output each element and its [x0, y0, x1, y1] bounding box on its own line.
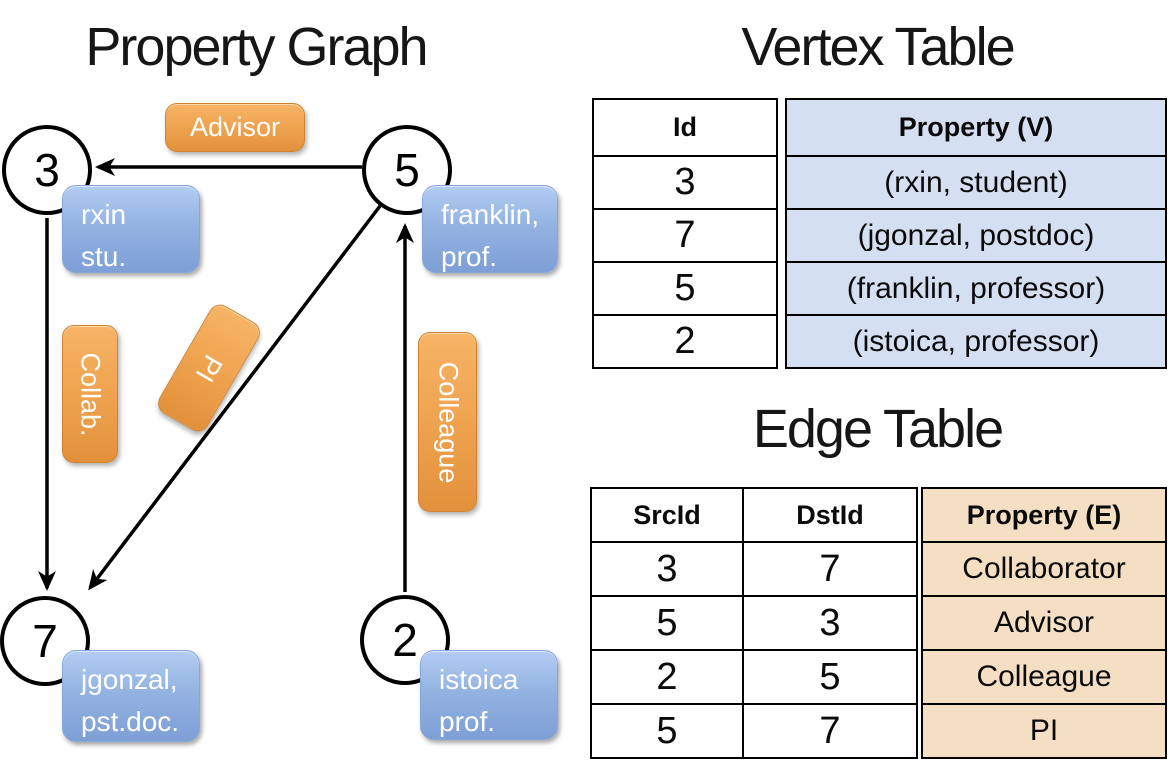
edge-dstid-cell: 3 — [741, 595, 919, 651]
edge-property-cell: Colleague — [921, 649, 1167, 705]
vertex-property-line: rxin — [81, 199, 127, 230]
graph-node-5: 5 — [362, 125, 452, 215]
edge-label-collab: Collab. — [62, 325, 118, 463]
vertex-property-line: prof. — [439, 706, 496, 737]
edge-dstid-cell: 7 — [741, 541, 919, 597]
edge-label-advisor: Advisor — [165, 103, 305, 152]
table-row: 2 — [592, 314, 778, 369]
table-row: Colleague — [921, 649, 1167, 705]
table-row: 2 5 — [590, 649, 919, 705]
node-2-id: 2 — [392, 614, 418, 666]
edge-label-colleague: Colleague — [418, 332, 477, 512]
edge-table-id-columns: SrcId DstId 3 7 5 3 2 5 5 7 — [590, 487, 919, 759]
edge-srcid-cell: 2 — [590, 649, 744, 705]
table-row: 3 — [592, 155, 778, 210]
edge-table-header-dstid: DstId — [741, 487, 919, 543]
edge-property-cell: Collaborator — [921, 541, 1167, 597]
vertex-table-title: Vertex Table — [741, 17, 1015, 77]
node-7-id: 7 — [32, 615, 58, 667]
vertex-property-box-rxin: rxin stu. — [62, 185, 200, 273]
edge-property-cell: Advisor — [921, 595, 1167, 651]
table-row: Collaborator — [921, 541, 1167, 597]
vertex-property-cell: (istoica, professor) — [785, 314, 1167, 369]
edge-srcid-cell: 5 — [590, 703, 744, 759]
edge-property-cell: PI — [921, 703, 1167, 759]
vertex-id-cell: 5 — [592, 261, 778, 316]
edge-label-text: Advisor — [189, 112, 281, 142]
vertex-property-line: prof. — [441, 241, 498, 272]
vertex-property-box-istoica: istoica prof. — [420, 650, 558, 740]
graph-edges — [38, 158, 414, 592]
node-5-id: 5 — [394, 144, 420, 196]
table-row: 3 7 — [590, 541, 919, 597]
vertex-property-cell: (jgonzal, postdoc) — [785, 208, 1167, 263]
vertex-property-box-jgonzal: jgonzal, pst.doc. — [62, 650, 200, 742]
edge-label-text: PI — [190, 349, 229, 387]
vertex-table-header-property: Property (V) — [785, 98, 1167, 157]
edge-dstid-cell: 7 — [741, 703, 919, 759]
vertex-property-line: pst.doc. — [81, 706, 180, 737]
vertex-property-box-franklin: franklin, prof. — [422, 185, 558, 273]
vertex-property-line: istoica — [439, 664, 519, 695]
edge-srcid-cell: 5 — [590, 595, 744, 651]
vertex-id-cell: 7 — [592, 208, 778, 263]
table-row: Advisor — [921, 595, 1167, 651]
graph-node-2: 2 — [360, 595, 450, 685]
edge-label-text: Collab. — [75, 351, 106, 437]
edge-table-title: Edge Table — [752, 399, 1004, 459]
vertex-property-line: stu. — [81, 241, 127, 272]
edge-pi-5-to-7 — [88, 204, 382, 591]
table-row: (franklin, professor) — [785, 261, 1167, 316]
vertex-property-cell: (rxin, student) — [785, 155, 1167, 210]
node-3-id: 3 — [34, 144, 60, 196]
vertex-property-cell: (franklin, professor) — [785, 261, 1167, 316]
edge-srcid-cell: 3 — [590, 541, 744, 597]
edge-label-text: Colleague — [433, 361, 463, 483]
vertex-property-line: jgonzal, — [81, 664, 178, 695]
vertex-property-line: franklin, — [441, 199, 540, 230]
table-row: 5 7 — [590, 703, 919, 759]
edge-table-property-column: Property (E) Collaborator Advisor Collea… — [921, 487, 1167, 759]
vertex-table-property-column: Property (V) (rxin, student) (jgonzal, p… — [785, 98, 1167, 369]
vertex-table-id-column: Id 3 7 5 2 — [592, 98, 778, 369]
table-row: PI — [921, 703, 1167, 759]
vertex-id-cell: 2 — [592, 314, 778, 369]
vertex-table-header-id: Id — [592, 98, 778, 157]
table-row: 5 3 — [590, 595, 919, 651]
edge-dstid-cell: 5 — [741, 649, 919, 705]
edge-table-header-srcid: SrcId — [590, 487, 744, 543]
edge-table-header-property: Property (E) — [921, 487, 1167, 543]
vertex-id-cell: 3 — [592, 155, 778, 210]
table-row: (jgonzal, postdoc) — [785, 208, 1167, 263]
table-row: 5 — [592, 261, 778, 316]
table-row: (rxin, student) — [785, 155, 1167, 210]
property-graph-title: Property Graph — [85, 17, 428, 77]
table-row: (istoica, professor) — [785, 314, 1167, 369]
table-row: 7 — [592, 208, 778, 263]
